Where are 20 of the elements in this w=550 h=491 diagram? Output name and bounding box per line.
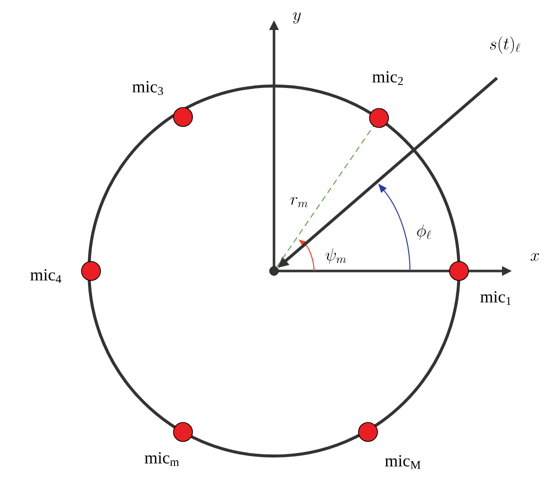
microphone-dot: [369, 108, 389, 128]
source-label: $s(t)_{\ell}$: [490, 36, 520, 54]
axis-label: $y$: [293, 12, 301, 24]
axis-label: $x$: [530, 253, 540, 261]
origin-dot: [269, 266, 279, 276]
microphone-label: mic$_{M}$: [385, 455, 420, 469]
microphone-dot: [173, 107, 193, 127]
microphone-label: mic$_{m}$: [144, 452, 179, 466]
microphone-label: mic$_{2}$: [372, 71, 403, 85]
microphone-dot: [81, 261, 101, 281]
microphone-label: mic$_{4}$: [30, 269, 62, 283]
angle-label: $\phi_\ell$: [417, 224, 432, 240]
microphone-dot: [358, 422, 378, 442]
edge-label: $r_m$: [290, 196, 308, 208]
angle-label: $\psi_m$: [326, 248, 346, 264]
microphone-label: mic$_{1}$: [480, 291, 511, 305]
microphone-dot: [449, 261, 469, 281]
connector: [276, 126, 374, 268]
microphone-dot: [173, 422, 193, 442]
microphone-label: mic$_{3}$: [132, 81, 163, 95]
